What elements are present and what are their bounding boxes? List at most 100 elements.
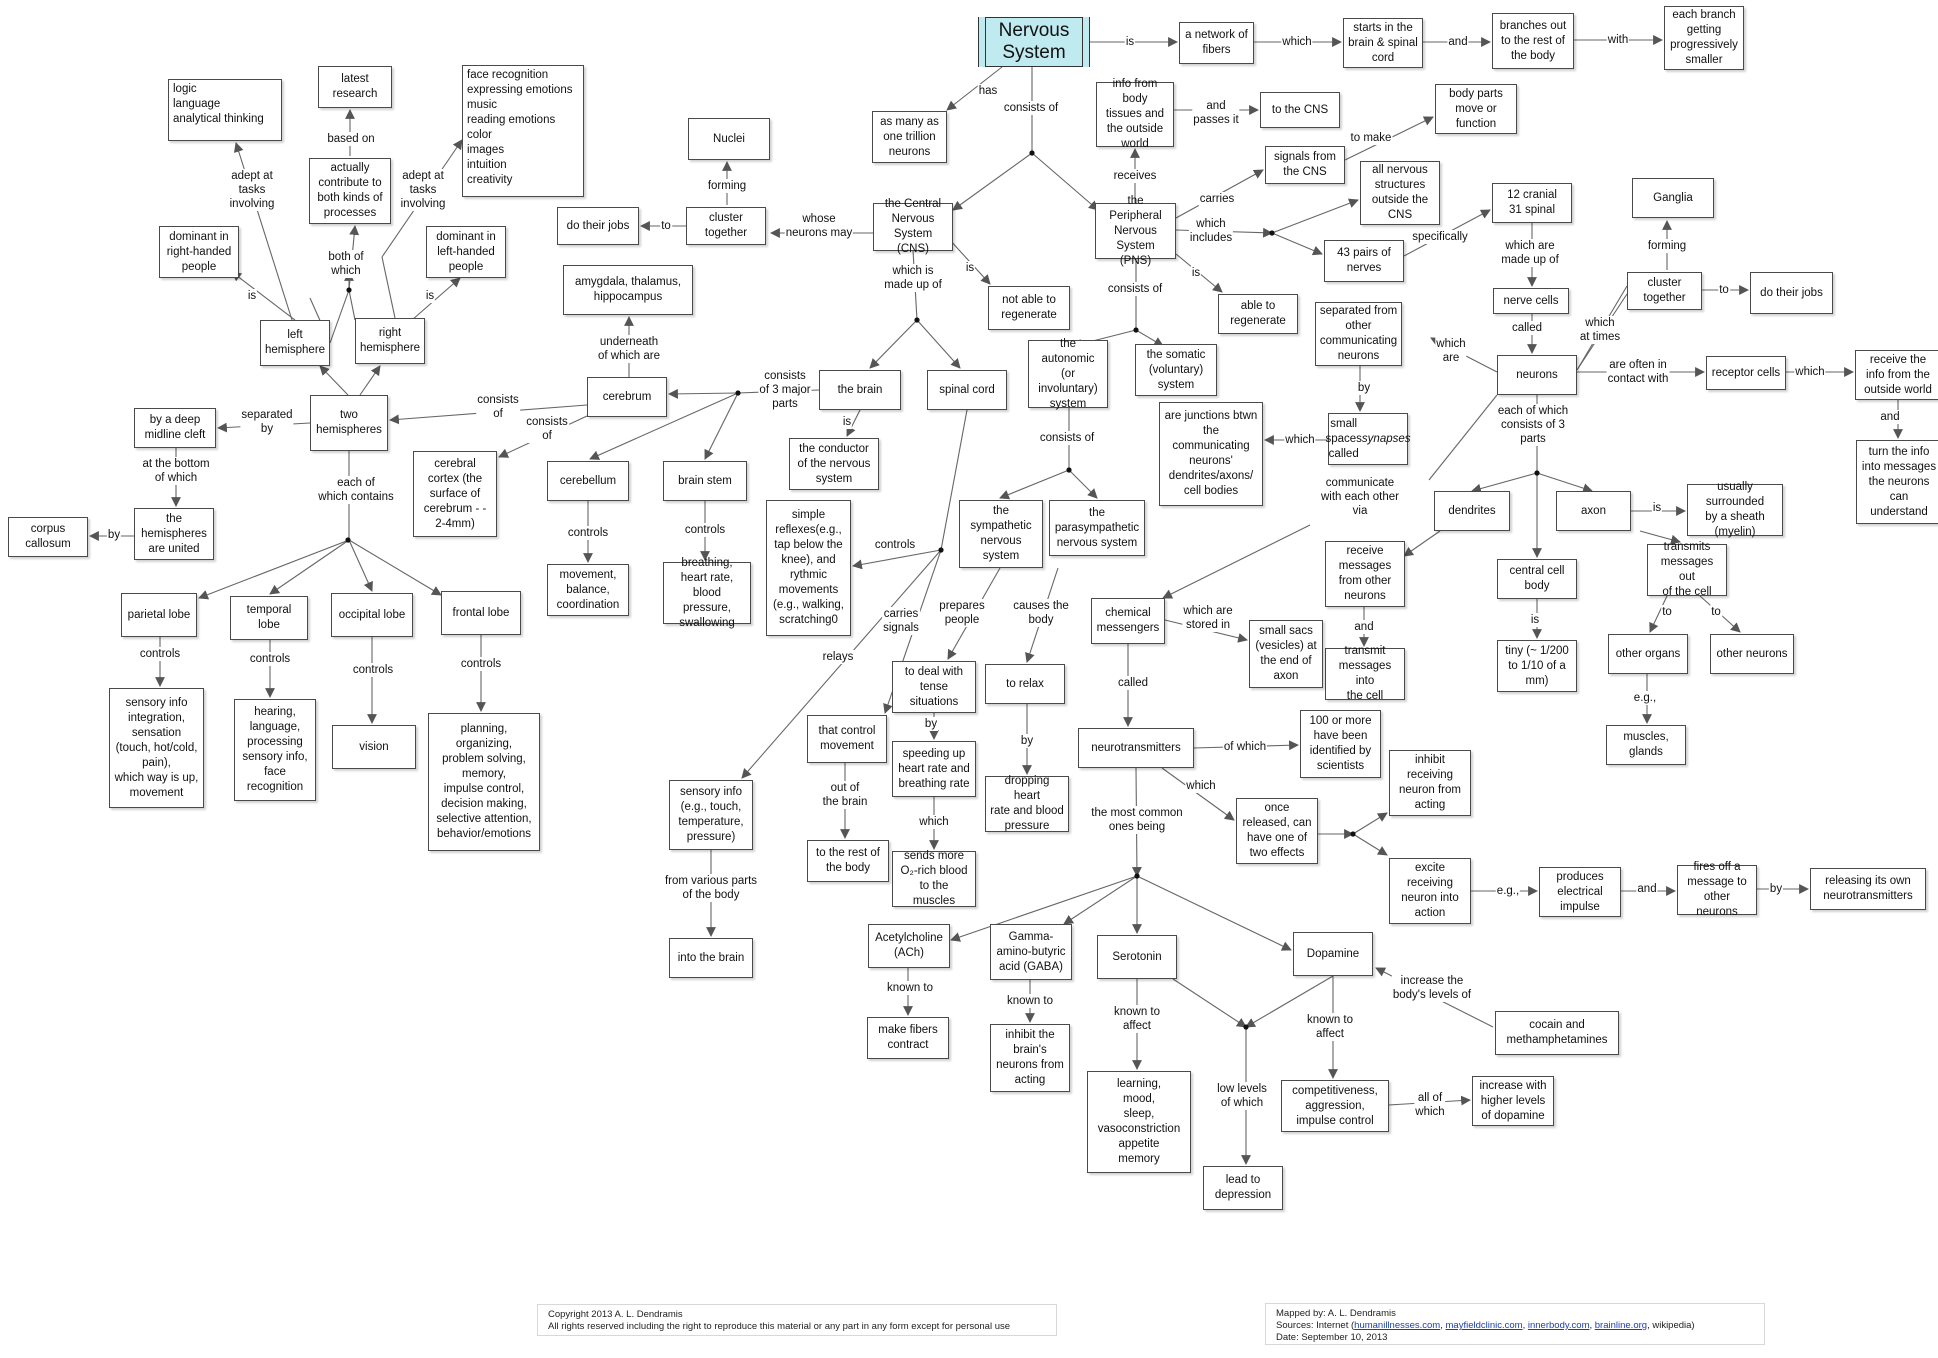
concept-node-hearing-language: hearing, language, processing sensory in… <box>234 699 316 801</box>
concept-node-brain-stem: brain stem <box>663 461 747 501</box>
connector-line <box>589 392 739 460</box>
concept-node-somatic: the somatic (voluntary) system <box>1135 344 1217 396</box>
concept-node-sensory-integration: sensory info integration, sensation (tou… <box>109 688 204 808</box>
source-link-innerbody[interactable]: innerbody.com <box>1527 1320 1590 1331</box>
concept-node-separated-from-neurons: separated from other communicating neuro… <box>1315 302 1402 366</box>
concept-node-pns-cluster-together: cluster together <box>1627 272 1702 310</box>
concept-node-cns: the Central Nervous System (CNS) <box>873 198 953 255</box>
junction-dot <box>1029 150 1035 156</box>
concept-node-parasympathetic: the parasympathetic nervous system <box>1049 500 1145 556</box>
junction-dot <box>1134 873 1140 879</box>
link-label-and-fires: and <box>1636 882 1658 896</box>
connector-line <box>846 409 861 437</box>
connector-line <box>269 539 350 595</box>
copyright-line-1: Copyright 2013 A. L. Dendramis <box>548 1309 683 1320</box>
synapses-term: synapses <box>1361 432 1411 445</box>
link-label-which-sends: which <box>918 815 950 829</box>
link-label-from-various: from various parts of the body <box>663 874 759 902</box>
connector-line <box>1031 152 1099 211</box>
source-link-humanillnesses[interactable]: humanillnesses.com <box>1354 1320 1441 1331</box>
link-label-and-receptor: and <box>1879 410 1901 424</box>
concept-node-to-the-cns: to the CNS <box>1260 92 1340 128</box>
concept-node-central-cell-body: central cell body <box>1497 559 1577 599</box>
connector-line <box>1639 530 1681 545</box>
concept-node-able-regenerate: able to regenerate <box>1218 294 1298 334</box>
link-label-known-to-affect-ser: known to affect <box>1112 1005 1162 1033</box>
junction-dot <box>938 547 944 553</box>
connector-line <box>1271 198 1359 234</box>
concept-node-increase-dopamine: increase with higher levels of dopamine <box>1472 1076 1554 1126</box>
concept-node-dropping-heart-rate: dropping heart rate and blood pressure <box>985 775 1069 832</box>
link-label-controls-spinal: controls <box>873 538 917 552</box>
link-label-is-cell-body: is <box>1529 613 1541 627</box>
connector-line <box>1068 469 1098 499</box>
concept-node-produces-impulse: produces electrical impulse <box>1539 867 1621 917</box>
link-label-carries-signals: carries signals <box>882 607 920 635</box>
concept-node-to-rest-of-body: to the rest of the body <box>807 840 889 882</box>
concept-node-learning-mood: learning, mood, sleep, vasoconstriction … <box>1087 1071 1191 1173</box>
mapped-by: Mapped by: A. L. Dendramis <box>1276 1308 1396 1319</box>
concept-node-chemical-messengers: chemical messengers <box>1091 598 1165 644</box>
link-label-adept-left: adept at tasks involving <box>228 169 276 211</box>
junction-dot <box>1066 467 1072 473</box>
junction-dot <box>1243 1024 1249 1030</box>
link-label-controls-temporal: controls <box>248 652 292 666</box>
link-label-of-which: of which <box>1222 740 1268 754</box>
concept-node-pairs-of-nerves: 43 pairs of nerves <box>1324 240 1404 282</box>
link-label-to-make: to make <box>1349 131 1393 145</box>
concept-node-nuclei: Nuclei <box>688 118 770 160</box>
concept-node-body-parts-move: body parts move or function <box>1435 84 1517 134</box>
source-link-mayfieldclinic[interactable]: mayfieldclinic.com <box>1445 1320 1523 1331</box>
link-label-forming-ganglia: forming <box>1646 239 1688 253</box>
connector-line <box>916 319 961 369</box>
concept-node-cns-cluster-together: cluster together <box>686 207 766 245</box>
concept-node-dopamine: Dopamine <box>1293 932 1373 976</box>
source-link-brainline[interactable]: brainline.org <box>1594 1320 1648 1331</box>
concept-node-muscles-glands: muscles, glands <box>1606 725 1686 765</box>
concept-node-tiny: tiny (~ 1/200 to 1/10 of a mm) <box>1497 640 1577 692</box>
link-label-forming-nuclei: forming <box>706 179 748 193</box>
concept-node-all-nervous-structures: all nervous structures outside the CNS <box>1360 161 1440 225</box>
link-label-controls-frontal: controls <box>459 657 503 671</box>
concept-node-inhibit-receiving: inhibit receiving neuron from acting <box>1389 750 1471 816</box>
concept-node-dendrites: dendrites <box>1434 491 1510 531</box>
concept-node-dominant-left-handed: dominant in left-handed people <box>426 226 506 278</box>
link-label-is-pns: is <box>1190 266 1202 280</box>
concept-node-make-fibers-contract: make fibers contract <box>867 1017 949 1059</box>
connector-line <box>704 392 739 460</box>
concept-node-transmit-messages: transmit messages into the cell <box>1325 645 1405 702</box>
link-label-consists-of-cortex: consists of <box>525 415 569 443</box>
copyright-line-2: All rights reserved including the right … <box>548 1321 1011 1332</box>
concept-node-small-spaces-synapses: small spaces called synapses <box>1325 413 1411 465</box>
concept-node-dominant-right-handed: dominant in right-handed people <box>159 226 239 278</box>
link-label-consists-of-hemis: consists of <box>476 393 520 421</box>
concept-node-cerebellum: cerebellum <box>547 461 629 501</box>
concept-node-latest-research: latest research <box>318 66 392 108</box>
link-label-which-synapses: which <box>1284 433 1316 447</box>
link-label-by-synapses: by <box>1356 381 1372 395</box>
connector-line <box>668 388 739 399</box>
connector-line <box>1063 875 1138 925</box>
junction-dot <box>1534 470 1540 476</box>
connector-line <box>946 66 1003 111</box>
connector-line <box>999 469 1070 500</box>
concept-node-releasing-own: releasing its own neurotransmitters <box>1810 868 1926 910</box>
concept-node-cranial-spinal: 12 cranial 31 spinal <box>1492 183 1572 223</box>
link-label-consists-of-ns: consists of <box>1002 101 1060 115</box>
link-label-controls-cerebellum: controls <box>566 526 610 540</box>
credits-box: Mapped by: A. L. Dendramis Sources: Inte… <box>1265 1303 1765 1345</box>
link-label-prepares-people: prepares people <box>938 599 986 627</box>
link-label-eg-muscles: e.g., <box>1632 691 1658 705</box>
concept-node-two-hemispheres: two hemispheres <box>310 395 388 451</box>
junction-dot <box>1269 230 1275 236</box>
concept-node-fires-off-message: fires off a message to other neurons <box>1677 861 1757 918</box>
connector-line <box>1245 975 1334 1028</box>
concept-node-occipital-lobe: occipital lobe <box>331 593 413 637</box>
concept-node-inhibit-brain-neurons: inhibit the brain's neurons from acting <box>990 1024 1070 1092</box>
concept-node-nervous-system: Nervous System <box>978 17 1090 67</box>
connector-line <box>231 271 296 321</box>
concept-node-receptor-cells: receptor cells <box>1706 356 1786 390</box>
concept-node-small-sacs: small sacs (vesicles) at the end of axon <box>1249 620 1323 688</box>
connector-line <box>940 409 968 551</box>
link-label-increase-levels: increase the body's levels of <box>1391 974 1473 1002</box>
